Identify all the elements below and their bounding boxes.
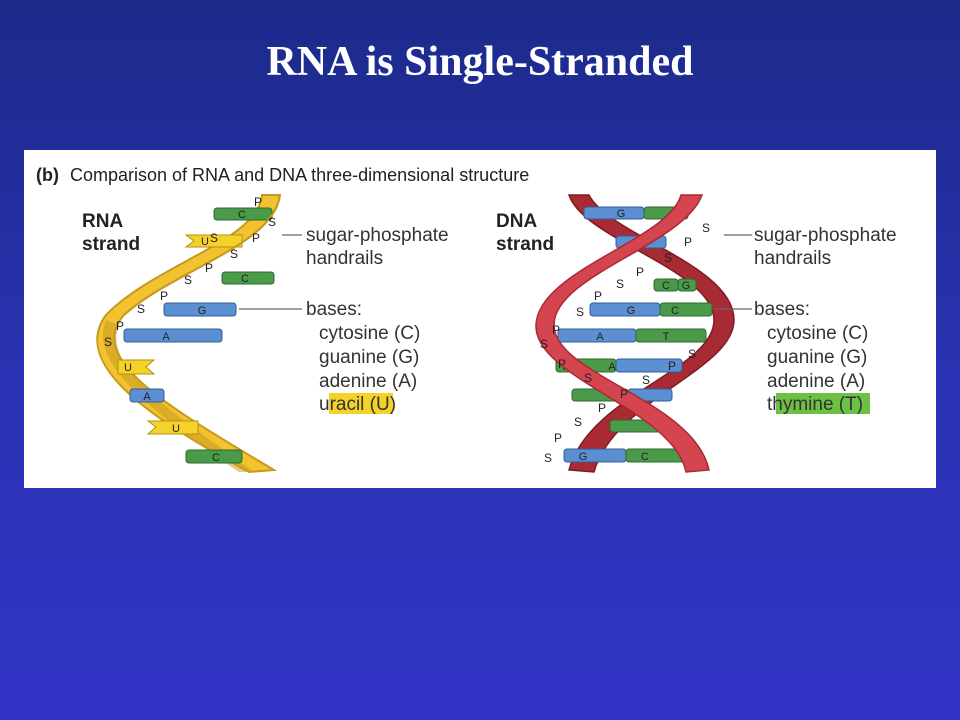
dna-ribbon-letter: S [642, 373, 650, 387]
dna-ribbon-letter: S [544, 451, 552, 465]
dna-base-name-1: cytosine (C) [767, 323, 868, 344]
uracil-highlight [329, 393, 393, 414]
rna-base-letter: C [238, 209, 246, 221]
dna-ribbon-letter: S [702, 221, 710, 235]
dna-base-letter: G [682, 280, 691, 292]
rna-ribbon-letter: S [137, 302, 145, 316]
thymine-highlight [776, 393, 870, 414]
rna-base-4: G [163, 302, 237, 317]
rna-ribbon-letter: P [116, 319, 124, 333]
dna-ribbon-letter: P [636, 265, 644, 279]
dna-base-letter: T [663, 331, 670, 343]
dna-ribbon-letter: S [584, 371, 592, 385]
dna-base-letter: A [608, 361, 616, 373]
rna-ribbon-letter: P [160, 289, 168, 303]
rna-base-letter: C [212, 452, 220, 464]
figure-svg: (b) Comparison of RNA and DNA three-dime… [36, 165, 897, 474]
rna-base-1: C [213, 207, 273, 221]
slide-title: RNA is Single-Stranded [266, 39, 694, 85]
rna-ribbon-letter: P [252, 231, 260, 245]
rna-base-letter: A [143, 391, 151, 403]
dna-ribbon-letter: S [576, 305, 584, 319]
dna-ribbon-letter: P [552, 323, 560, 337]
rna-ribbon-letter: P [254, 195, 262, 209]
dna-base-letter: C [641, 451, 649, 463]
dna-base-letter: C [662, 280, 670, 292]
dna-base-name-2: guanine (G) [767, 347, 867, 368]
dna-ribbon-letters: S P S P S P S P S P S P S P S P S P S [540, 221, 710, 465]
dna-base-name-3: adenine (A) [767, 371, 865, 392]
rna-handrails-line2: handrails [306, 248, 383, 269]
dna-base-name-4: thymine (T) [767, 394, 863, 415]
dna-handrails-line1: sugar-phosphate [754, 225, 897, 246]
rna-ribbon-edge [123, 194, 281, 316]
rna-ribbon-letter: S [210, 231, 218, 245]
rna-base-name-3: adenine (A) [319, 371, 417, 392]
rna-base-letter: A [162, 331, 170, 343]
rna-base-name-2: guanine (G) [319, 347, 419, 368]
dna-base-pair-9: G C [563, 448, 693, 463]
rna-handrails-line1: sugar-phosphate [306, 225, 449, 246]
dna-ribbon-letter: S [664, 251, 672, 265]
rna-base-6: U [117, 359, 156, 375]
caption-prefix: (b) [36, 165, 59, 185]
rna-base-7: A [129, 388, 165, 403]
rna-ribbon-letter: P [205, 261, 213, 275]
dna-base-pair-5: A T [557, 328, 707, 343]
dna-base-letter: A [596, 331, 604, 343]
rna-base-name-4: uracil (U) [319, 394, 396, 415]
rna-base-8: U [146, 420, 199, 435]
rna-helix: C U C G A U A U [96, 194, 282, 474]
dna-ribbon-letter: P [558, 357, 566, 371]
dna-base-pair-3: C G [653, 278, 697, 292]
rna-label-line1: RNA [82, 211, 123, 232]
dna-ribbon-letter: S [616, 277, 624, 291]
rna-base-2: U [184, 234, 243, 248]
dna-ribbon-letter: P [620, 387, 628, 401]
rna-ribbon-letter: S [184, 273, 192, 287]
rna-ribbon-letter: S [230, 247, 238, 261]
dna-ribbon-letter: S [574, 415, 582, 429]
dna-bases-heading: bases: [754, 299, 810, 320]
rna-base-letter: U [124, 362, 132, 374]
caption-text: Comparison of RNA and DNA three-dimensio… [70, 165, 529, 185]
dna-ribbon-letter: P [668, 359, 676, 373]
dna-helix: G C A C G G C A T T A [535, 194, 735, 473]
rna-base-letter: C [241, 273, 249, 285]
rna-base-name-1: cytosine (C) [319, 323, 420, 344]
dna-label-line1: DNA [496, 211, 537, 232]
dna-base-letter: G [617, 208, 626, 220]
rna-bases-heading: bases: [306, 299, 362, 320]
rna-base-letter: U [172, 423, 180, 435]
dna-ribbon-letter: P [554, 431, 562, 445]
figure-panel: (b) Comparison of RNA and DNA three-dime… [24, 150, 936, 488]
dna-label-line2: strand [496, 234, 554, 255]
dna-handrails-line2: handrails [754, 248, 831, 269]
dna-ribbon-letter: P [598, 401, 606, 415]
dna-ribbon-letter: P [594, 289, 602, 303]
rna-base-9: C [185, 449, 243, 464]
dna-ribbon-letter: P [684, 235, 692, 249]
rna-ribbon-letter: S [104, 335, 112, 349]
rna-ribbon-letter: S [268, 215, 276, 229]
dna-ribbon-front [535, 194, 710, 473]
rna-base-letter: G [198, 305, 207, 317]
dna-ribbon-letter: S [540, 337, 548, 351]
dna-base-letter: G [627, 305, 636, 317]
rna-base-letter: U [201, 236, 209, 248]
rna-base-5: A [123, 328, 223, 343]
dna-base-letter: G [579, 451, 588, 463]
dna-ribbon-letter: S [688, 347, 696, 361]
rna-ribbon-letters: S P S P S P S P S P S [104, 195, 276, 349]
rna-base-3: C [221, 271, 275, 285]
caption: (b) Comparison of RNA and DNA three-dime… [36, 165, 529, 185]
rna-label-line2: strand [82, 234, 140, 255]
dna-base-pair-4: G C [589, 302, 713, 317]
dna-base-letter: C [671, 305, 679, 317]
